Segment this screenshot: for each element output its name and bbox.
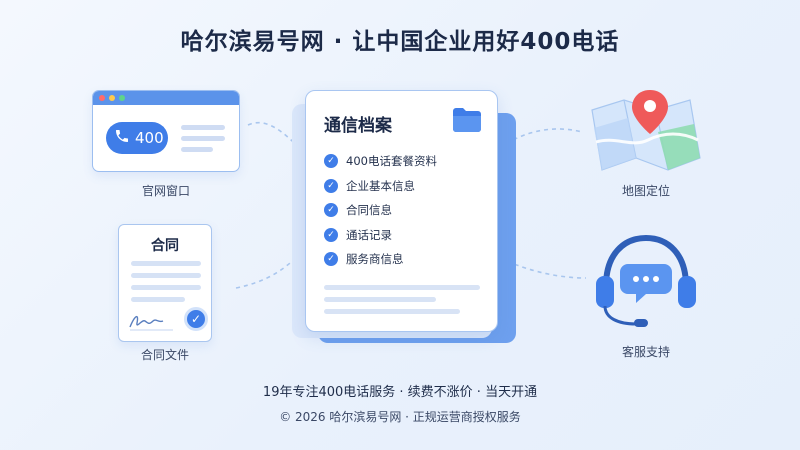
contract-caption: 合同文件 [140,348,189,362]
placeholder-line [324,285,480,290]
archive-item-label: 企业基本信息 [346,178,415,193]
map-caption: 地图定位 [621,184,670,198]
check-icon: ✓ [324,154,338,169]
contract-title: 合同 [151,238,179,254]
map-illustration [591,90,701,171]
text-line [181,125,225,130]
window-dot-yellow [109,95,115,101]
placeholder-line [324,309,460,314]
archive-item: ✓ 通话记录 [324,223,437,248]
text-line [131,285,201,290]
phone-number-pill: 400 [106,122,168,154]
text-line [131,297,185,302]
archive-item: ✓ 企业基本信息 [324,174,437,199]
window-dot-green [119,95,125,101]
support-caption: 客服支持 [621,345,670,359]
archive-item: ✓ 合同信息 [324,198,437,223]
archive-item-label: 服务商信息 [346,252,404,267]
website-window-illustration: 400 [92,90,240,172]
contract-document-illustration: 合同 ✓ [118,224,212,342]
text-line [181,147,213,152]
text-line [181,136,225,141]
archive-item-list: ✓ 400电话套餐资料 ✓ 企业基本信息 ✓ 合同信息 ✓ 通话记录 ✓ 服务商信息 [324,149,437,272]
check-icon: ✓ [324,203,338,218]
archive-item: ✓ 400电话套餐资料 [324,149,437,174]
check-icon: ✓ [324,252,338,267]
phone-icon [114,128,130,148]
copyright: © 2026 哈尔滨易号网 · 正规运营商授权服务 [279,410,521,424]
signature-icon [129,316,173,331]
headset-icon [596,234,696,327]
tagline: 19年专注400电话服务 · 续费不涨价 · 当天开通 [262,385,538,400]
verified-badge-icon: ✓ [184,307,208,331]
archive-item-label: 通话记录 [346,227,392,242]
page-title: 哈尔滨易号网 · 让中国企业用好400电话 [180,29,620,55]
phone-number-label: 400 [135,129,164,147]
archive-item-label: 400电话套餐资料 [346,154,437,169]
archive-title: 通信档案 [324,116,392,136]
chat-bubble-icon [620,264,672,303]
placeholder-line [324,297,436,302]
text-line [131,261,201,266]
archive-item: ✓ 服务商信息 [324,247,437,272]
browser-title-bar [93,91,239,105]
map-pin-icon [632,90,668,134]
archive-card: 通信档案 ✓ 400电话套餐资料 ✓ 企业基本信息 ✓ 合同信息 ✓ 通话记录 ✓ 服务商… [305,90,498,332]
text-line [131,273,201,278]
check-icon: ✓ [324,178,338,193]
check-icon: ✓ [324,227,338,242]
archive-item-label: 合同信息 [346,203,392,218]
website-caption: 官网窗口 [141,184,190,198]
window-dot-red [99,95,105,101]
folder-icon [453,108,481,132]
